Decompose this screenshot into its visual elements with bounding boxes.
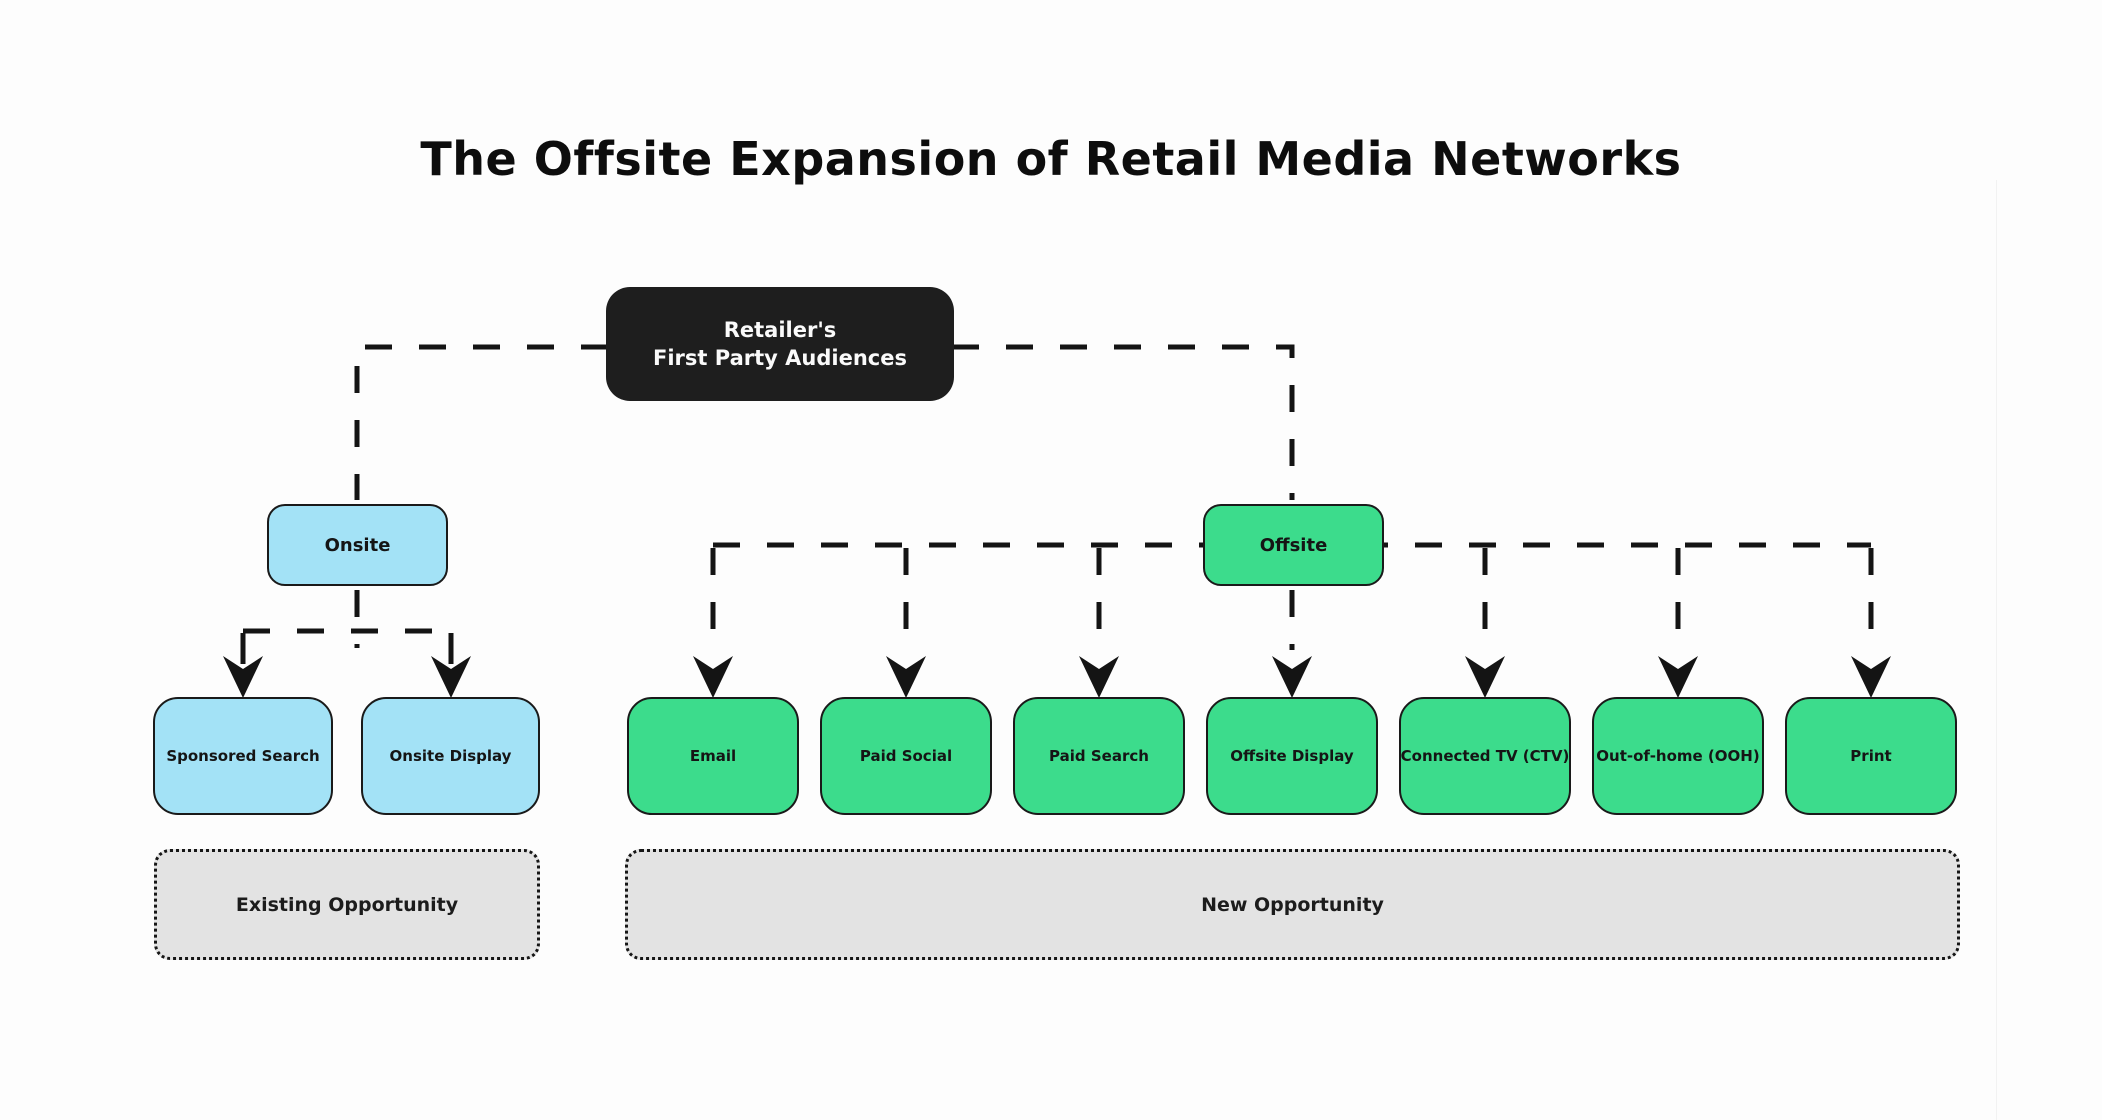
node-onsite: Onsite <box>267 504 448 586</box>
node-sponsored-search: Sponsored Search <box>153 697 333 815</box>
node-connected-tv: Connected TV (CTV) <box>1399 697 1571 815</box>
connector-root-to-offsite <box>952 344 1295 500</box>
node-retailers-first-party-audiences: Retailer's First Party Audiences <box>606 287 954 401</box>
node-offsite: Offsite <box>1203 504 1384 586</box>
node-offsite-display: Offsite Display <box>1206 697 1378 815</box>
canvas-edge-divider <box>1996 180 1997 1120</box>
arrowhead-print <box>1851 656 1891 698</box>
arrowhead-email <box>693 656 733 698</box>
root-label-line2: First Party Audiences <box>653 346 907 370</box>
arrowhead-connected-tv <box>1465 656 1505 698</box>
arrowhead-paid-social <box>886 656 926 698</box>
legend-new-opportunity: New Opportunity <box>625 849 1960 960</box>
root-label-line1: Retailer's <box>723 317 837 342</box>
arrowhead-sponsored-search <box>223 656 263 698</box>
node-onsite-display: Onsite Display <box>361 697 540 815</box>
node-print: Print <box>1785 697 1957 815</box>
arrowhead-onsite-display <box>431 656 471 698</box>
arrowhead-paid-search <box>1079 656 1119 698</box>
node-out-of-home: Out-of-home (OOH) <box>1592 697 1764 815</box>
node-email: Email <box>627 697 799 815</box>
node-paid-social: Paid Social <box>820 697 992 815</box>
connector-root-to-onsite <box>354 344 608 500</box>
arrowhead-offsite-display <box>1272 656 1312 698</box>
legend-existing-opportunity: Existing Opportunity <box>154 849 540 960</box>
diagram-title: The Offsite Expansion of Retail Media Ne… <box>420 132 1682 186</box>
arrowhead-out-of-home <box>1658 656 1698 698</box>
node-paid-search: Paid Search <box>1013 697 1185 815</box>
